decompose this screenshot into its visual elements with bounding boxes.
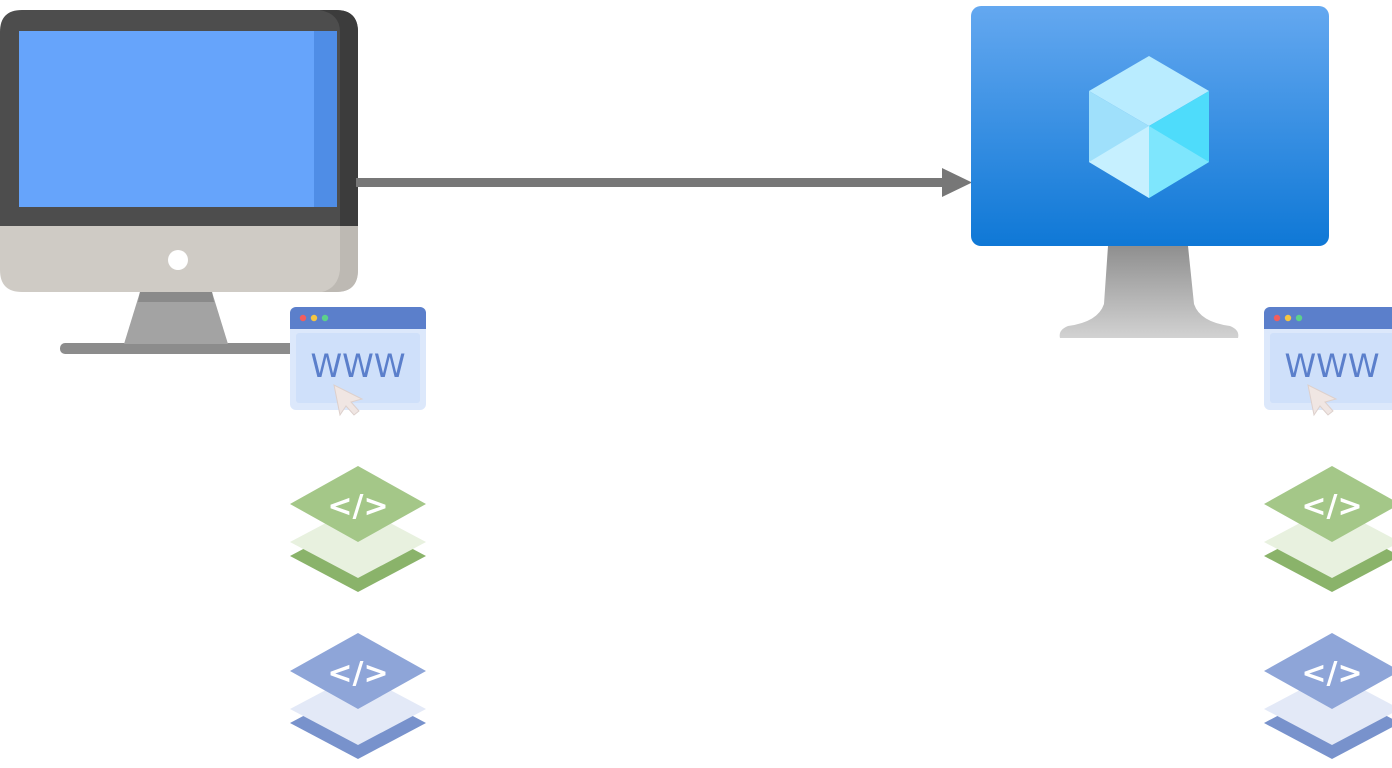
www-window-icon: WWW [290, 307, 426, 417]
arrow-right-icon [356, 168, 972, 197]
code-layers-icon: </> [290, 466, 426, 592]
desktop-computer-icon [0, 10, 358, 354]
www-window-icon: WWW [1264, 307, 1392, 417]
code-label: </> [327, 656, 388, 691]
code-layers-icon: </> [290, 633, 426, 759]
code-label: </> [1301, 656, 1362, 691]
code-layers-icon: </> [1264, 633, 1392, 759]
code-label: </> [327, 489, 388, 524]
cube-icon [1089, 56, 1209, 198]
code-layers-icon: </> [1264, 466, 1392, 592]
www-label: WWW [311, 347, 406, 385]
code-label: </> [1301, 489, 1362, 524]
www-label: WWW [1285, 347, 1380, 385]
